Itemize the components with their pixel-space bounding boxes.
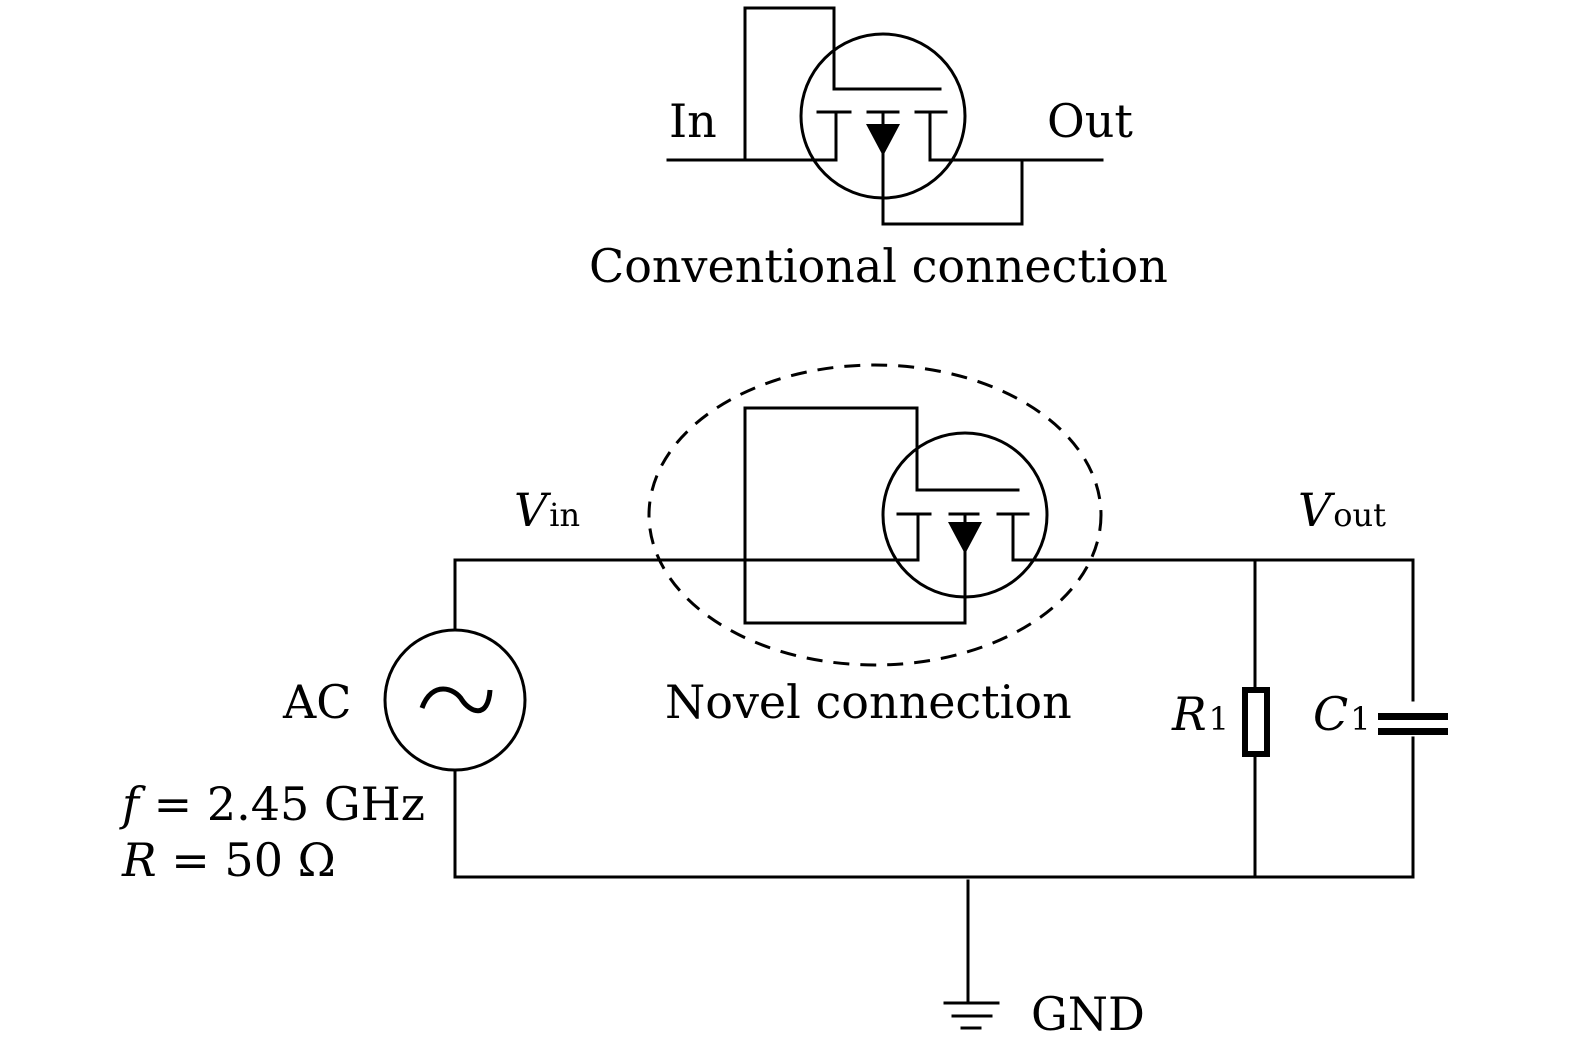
- conventional-caption: Conventional connection: [589, 239, 1168, 293]
- mosfet-symbol-novel: [881, 431, 1049, 599]
- ac-label: AC: [282, 675, 351, 729]
- body-diode-icon: [948, 522, 982, 554]
- novel-caption: Novel connection: [665, 675, 1072, 729]
- frequency-label: f = 2.45 GHz: [119, 777, 425, 831]
- resistor-r1: [1242, 687, 1270, 757]
- ac-source-circle: [383, 628, 527, 772]
- capacitor-plate-top: [1378, 713, 1448, 720]
- capacitor-plate-bottom: [1378, 728, 1448, 735]
- ac-source: [383, 628, 527, 772]
- novel-connection: Vin Vout AC Novel connection f = 2.45 GH…: [119, 363, 1448, 1041]
- mosfet-symbol: [799, 32, 967, 200]
- resistance-label: R = 50 Ω: [121, 833, 336, 887]
- circuit-wires: [453, 406, 1415, 879]
- conventional-wires: [666, 6, 1104, 226]
- highlight-ellipse: [647, 363, 1103, 667]
- gnd-label: GND: [1031, 987, 1145, 1041]
- conventional-connection: In Out Conventional connection: [589, 6, 1168, 293]
- ground-symbol: [943, 879, 1000, 1030]
- sine-wave-icon: [419, 686, 493, 714]
- c1-label: C1: [1313, 687, 1371, 741]
- ground-icon: [943, 1001, 1000, 1030]
- capacitor-c1: [1378, 713, 1448, 735]
- out-label: Out: [1047, 94, 1133, 148]
- body-diode-icon: [866, 124, 900, 156]
- vin-label: Vin: [514, 483, 580, 537]
- in-label: In: [669, 94, 717, 148]
- mosfet-circle: [799, 32, 967, 200]
- mosfet-circle: [881, 431, 1049, 599]
- r1-label: R1: [1171, 687, 1229, 741]
- vout-label: Vout: [1298, 483, 1386, 537]
